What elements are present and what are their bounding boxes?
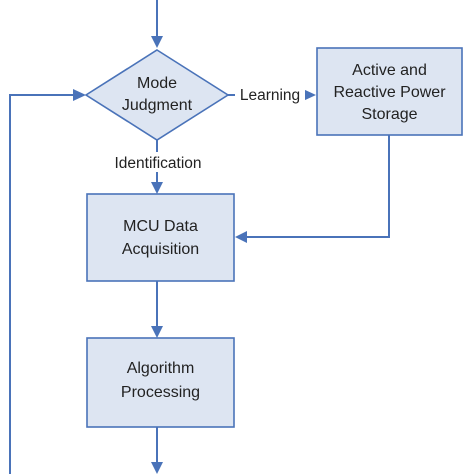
- feedback-loop-arrowhead: [73, 89, 86, 101]
- power-storage-label-line2: Reactive Power: [333, 84, 446, 101]
- learning-arrowhead: [303, 89, 316, 101]
- mcu-to-algorithm-arrowhead: [151, 326, 163, 338]
- algorithm-label-line1: Algorithm: [127, 360, 195, 377]
- learning-label: Learning: [240, 87, 300, 104]
- algorithm-processing-box: [86, 337, 235, 428]
- storage-to-mcu-arrowhead: [235, 231, 247, 243]
- power-storage-box: [316, 47, 463, 136]
- power-storage-label-line3: Storage: [361, 106, 417, 123]
- mode-judgment-label-line2: Judgment: [122, 97, 193, 114]
- entry-arrowhead: [151, 36, 163, 48]
- mode-judgment-diamond: [84, 49, 230, 141]
- mcu-label-line1: MCU Data: [123, 218, 198, 235]
- identification-label-background: [100, 152, 216, 172]
- algorithm-label-line2: Processing: [121, 384, 200, 401]
- power-storage-label-line1: Active and: [352, 62, 427, 79]
- feedback-loop-connector: [9, 94, 74, 474]
- mcu-data-acquisition-box: [86, 193, 235, 282]
- identification-label: Identification: [114, 155, 201, 172]
- mode-judgment-label-line1: Mode: [137, 75, 177, 92]
- learning-label-background: [235, 84, 305, 104]
- storage-to-mcu-connector: [246, 135, 390, 238]
- mcu-label-line2: Acquisition: [122, 241, 199, 258]
- identification-arrowhead: [151, 182, 163, 194]
- exit-arrowhead: [151, 462, 163, 474]
